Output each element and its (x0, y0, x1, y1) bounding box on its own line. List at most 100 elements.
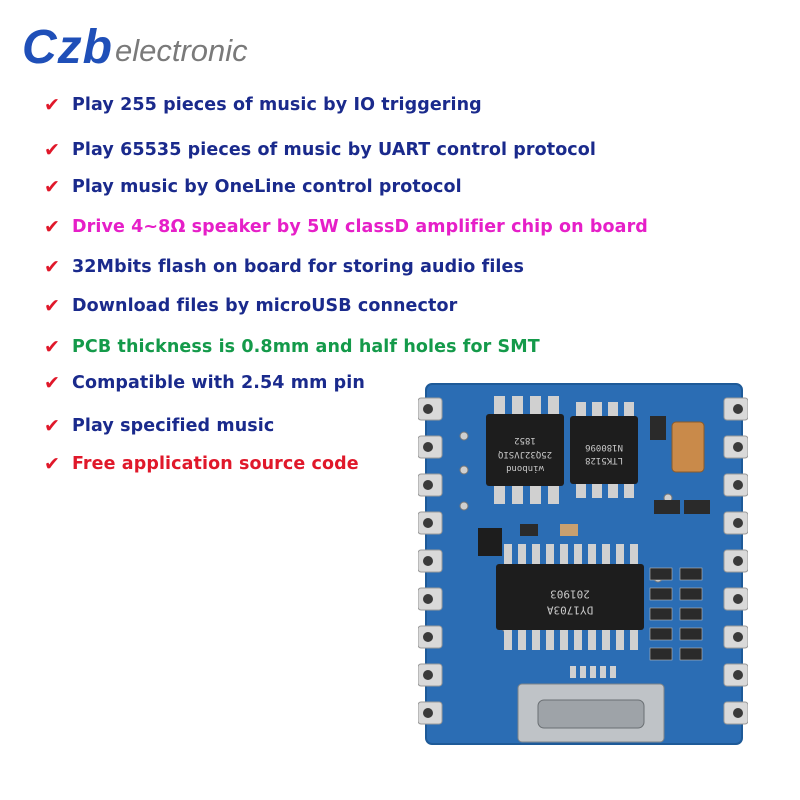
via (459, 501, 469, 511)
chip-pin (530, 396, 541, 416)
chip-pin (624, 482, 634, 498)
chip-pin (560, 628, 568, 650)
edge-pad-hole (423, 708, 433, 718)
via (459, 431, 469, 441)
smd-resistor (649, 587, 673, 601)
chip-pin (546, 628, 554, 650)
edge-pad-hole (733, 670, 743, 680)
smd-resistor (649, 627, 673, 641)
smd-resistor (649, 567, 673, 581)
feature-text: Drive 4~8Ω speaker by 5W classD amplifie… (72, 217, 648, 237)
feature-text: Play music by OneLine control protocol (72, 177, 462, 197)
chip-pin (518, 544, 526, 566)
smd-capacitor (560, 524, 578, 536)
check-mark-icon: ✔ (44, 295, 61, 317)
smd-resistor (649, 607, 673, 621)
chip-pin (546, 544, 554, 566)
chip-pin (548, 484, 559, 504)
feature-text: Play 255 pieces of music by IO triggerin… (72, 95, 482, 115)
usb-pin (610, 666, 616, 678)
smd-resistor (520, 524, 538, 536)
check-mark-icon: ✔ (44, 216, 61, 238)
check-mark-icon: ✔ (44, 139, 61, 161)
chip-pin (608, 402, 618, 418)
smd-resistor (649, 647, 673, 661)
feature-text: PCB thickness is 0.8mm and half holes fo… (72, 337, 540, 357)
usb-pin (580, 666, 586, 678)
usb-pin (570, 666, 576, 678)
chip-pin (518, 628, 526, 650)
edge-pad-hole (733, 556, 743, 566)
usb-pin (590, 666, 596, 678)
chip-pin (574, 544, 582, 566)
flash-chip-marking: 25Q32JVSIQ (498, 449, 552, 459)
smd-resistor (679, 627, 703, 641)
edge-pad-hole (733, 404, 743, 414)
amplifier-chip (570, 416, 638, 484)
edge-pad-hole (423, 480, 433, 490)
feature-text: Download files by microUSB connector (72, 296, 458, 316)
via (459, 465, 469, 475)
capacitor (671, 421, 705, 473)
amplifier-chip-marking: N180096 (585, 442, 623, 452)
chip-pin (616, 544, 624, 566)
chip-pin (548, 396, 559, 416)
feature-item: ✔ Play specified music (44, 412, 274, 440)
brand-logo: Czb electronic (22, 22, 248, 72)
decoder-chip-marking: DY1703A (546, 604, 593, 617)
chip-pin (588, 628, 596, 650)
edge-pad-hole (423, 442, 433, 452)
edge-pad-hole (423, 594, 433, 604)
chip-pin (494, 396, 505, 416)
check-mark-icon: ✔ (44, 176, 61, 198)
chip-pin (560, 544, 568, 566)
chip-pin (602, 544, 610, 566)
check-mark-icon: ✔ (44, 256, 61, 278)
smd-resistor (679, 647, 703, 661)
edge-pad-hole (733, 632, 743, 642)
feature-text: Play specified music (72, 416, 275, 436)
chip-pin (576, 402, 586, 418)
feature-text: Free application source code (72, 454, 359, 474)
chip-pin (530, 484, 541, 504)
usb-pin (600, 666, 606, 678)
chip-pin (592, 402, 602, 418)
chip-pin (532, 544, 540, 566)
chip-pin (576, 482, 586, 498)
smd-resistor (679, 567, 703, 581)
edge-pad-hole (733, 480, 743, 490)
feature-item: ✔ Download files by microUSB connector (44, 292, 457, 320)
chip-pin (512, 396, 523, 416)
micro-usb-port (537, 699, 645, 729)
edge-pad-hole (423, 518, 433, 528)
smd-resistor (679, 607, 703, 621)
amplifier-chip-marking: LTK5128 (585, 455, 623, 465)
feature-text: Compatible with 2.54 mm pin (72, 373, 365, 393)
check-mark-icon: ✔ (44, 415, 61, 437)
edge-pad-hole (423, 632, 433, 642)
edge-pad-hole (733, 708, 743, 718)
check-mark-icon: ✔ (44, 372, 61, 394)
brand-word: electronic (114, 33, 248, 68)
feature-item: ✔ Play music by OneLine control protocol (44, 173, 462, 201)
feature-text: Play 65535 pieces of music by UART contr… (72, 140, 597, 160)
chip-pin (532, 628, 540, 650)
check-mark-icon: ✔ (44, 453, 61, 475)
decoder-chip (496, 564, 644, 630)
edge-pad-hole (733, 518, 743, 528)
feature-item: ✔32Mbits flash on board for storing audi… (44, 253, 524, 281)
chip-pin (494, 484, 505, 504)
feature-item: ✔Play 255 pieces of music by IO triggeri… (44, 91, 482, 119)
feature-item: ✔ Play 65535 pieces of music by UART cont… (44, 136, 596, 164)
flash-chip-marking: 1852 (514, 435, 536, 445)
smd-resistor (650, 416, 666, 440)
smd-resistor (654, 500, 680, 514)
flash-chip-marking: winbond (506, 463, 544, 473)
edge-pad-hole (423, 556, 433, 566)
brand-mark: Czb (22, 21, 113, 74)
check-mark-icon: ✔ (44, 336, 61, 358)
chip-pin (630, 628, 638, 650)
smd-resistor (679, 587, 703, 601)
smd-resistor (684, 500, 710, 514)
edge-pad-hole (733, 594, 743, 604)
